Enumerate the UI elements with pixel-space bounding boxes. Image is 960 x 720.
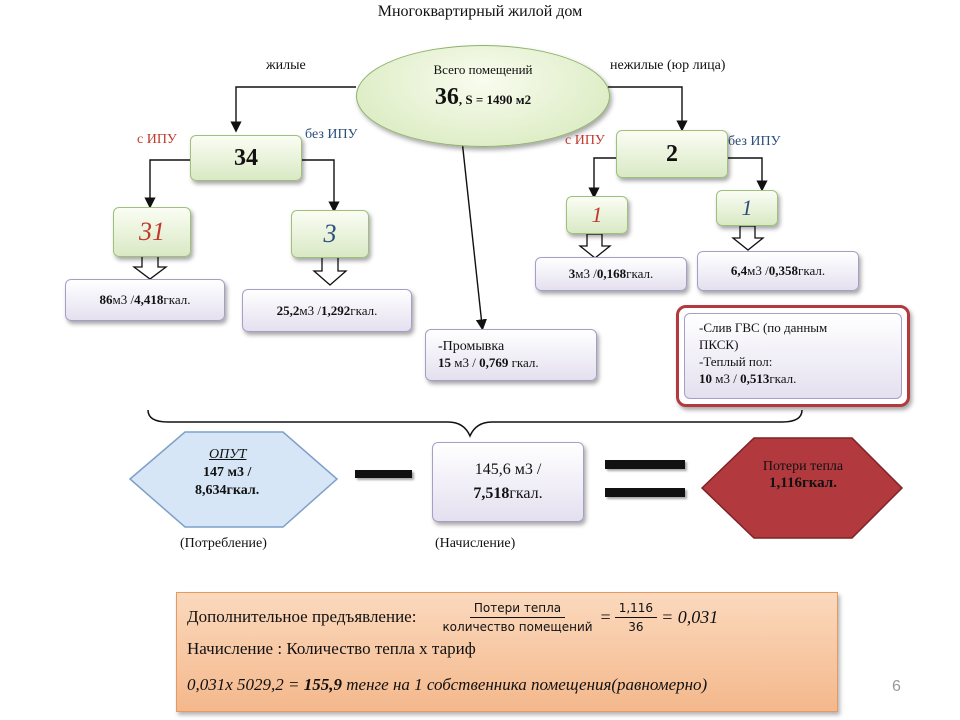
nonresidential-with-meter-value: 3 м3 / 0,168 гкал. xyxy=(535,257,687,291)
residential-without-meter-label: без ИПУ xyxy=(305,127,358,142)
opu-volume: 147 м3 / xyxy=(203,465,252,480)
opu-hexagon: ОПУТ 147 м3 / 8,634гкал. xyxy=(185,446,285,500)
other-line2: ПКСК) xyxy=(699,337,739,352)
flush-box: -Промывка 15 м3 / 0,769 гкал. xyxy=(425,329,597,381)
total-premises-ellipse: Всего помещений 36, S = 1490 м2 xyxy=(356,45,610,147)
other-consumption-box: -Слив ГВС (по данным ПКСК) -Теплый пол: … xyxy=(676,305,910,407)
other-line1: -Слив ГВС (по данным xyxy=(699,320,828,335)
heat-loss-title: Потери тепла xyxy=(762,459,844,474)
formula-label: Дополнительное предъявление: xyxy=(187,607,417,626)
charge-caption: (Начисление) xyxy=(435,536,516,551)
nonresidential-without-meter-count: 1 xyxy=(716,190,778,226)
total-premises-count: 36 xyxy=(434,84,459,110)
formula-line3: 0,031х 5029,2 = 155,9 тенге на 1 собстве… xyxy=(187,675,708,694)
minus-sign xyxy=(355,470,412,478)
nonresidential-with-meter-label: с ИПУ xyxy=(565,133,605,148)
equals-sign-top xyxy=(605,460,685,469)
page-number: 6 xyxy=(892,678,901,695)
other-line3: -Теплый пол: xyxy=(699,354,773,369)
opu-caption: (Потребление) xyxy=(180,536,267,551)
formula-line2: Начисление : Количество тепла х тариф xyxy=(187,639,476,658)
residential-with-meter-label: с ИПУ xyxy=(137,132,177,147)
flush-label: -Промывка xyxy=(438,339,505,354)
nonresidential-with-meter-count: 1 xyxy=(566,196,628,234)
residential-count-box: 34 xyxy=(190,135,302,181)
charge-box: 145,6 м3 / 7,518гкал. xyxy=(432,442,584,522)
total-premises-label: Всего помещений xyxy=(433,62,533,77)
heat-loss-hexagon: Потери тепла 1,116гкал. xyxy=(740,459,866,492)
heat-loss-value: 1,116гкал. xyxy=(769,475,837,491)
nonresidential-label: нежилые (юр лица) xyxy=(610,58,726,73)
opu-title: ОПУТ xyxy=(209,447,247,462)
total-area: , S = 1490 м2 xyxy=(458,92,532,107)
equals-sign-bottom xyxy=(605,488,685,497)
nonresidential-without-meter-label: без ИПУ xyxy=(728,134,781,149)
residential-without-meter-count: 3 xyxy=(291,210,369,258)
nonresidential-count-box: 2 xyxy=(616,130,728,178)
diagram-title: Многоквартирный жилой дом xyxy=(377,3,583,20)
nonresidential-without-meter-value: 6,4 м3 / 0,358 гкал. xyxy=(697,251,859,291)
formula-equals: = xyxy=(600,606,611,627)
residential-label: жилые xyxy=(266,58,306,73)
opu-gcal: 8,634гкал. xyxy=(195,483,260,498)
residential-with-meter-count: 31 xyxy=(113,207,191,257)
formula-panel: Дополнительное предъявление: Потери тепл… xyxy=(176,592,838,712)
formula-result: = 0,031 xyxy=(661,606,719,627)
charge-volume: 145,6 м3 / xyxy=(474,461,542,478)
